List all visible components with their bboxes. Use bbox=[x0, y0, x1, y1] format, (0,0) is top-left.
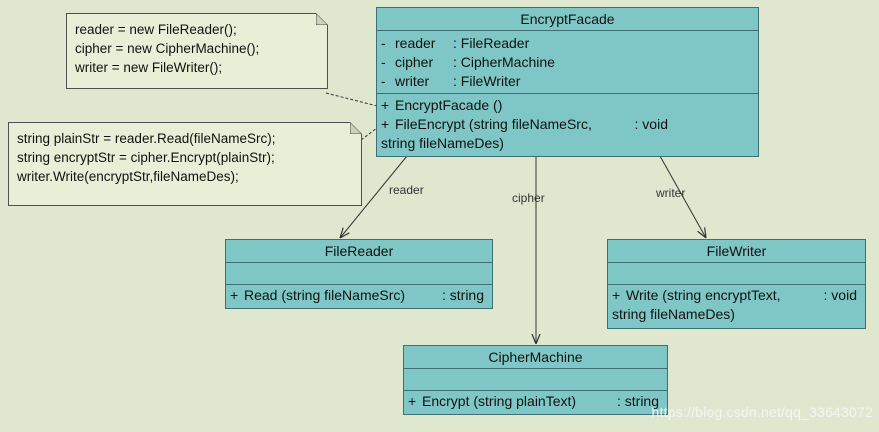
constructor-note: reader = new FileReader(); cipher = new … bbox=[66, 13, 328, 89]
note-line: writer.Write(encryptStr,fileNameDes); bbox=[17, 169, 239, 184]
attribute-type: : FileReader bbox=[453, 35, 530, 51]
attribute-name: writer bbox=[395, 73, 430, 89]
operations-section: + EncryptFacade () + FileEncrypt (string f… bbox=[377, 94, 758, 154]
operation-return-type: : void bbox=[634, 116, 668, 132]
attribute-writer: -writer : FileWriter bbox=[381, 72, 754, 91]
visibility-marker: + bbox=[381, 97, 390, 113]
attribute-type: : CipherMachine bbox=[453, 54, 555, 70]
watermark: https://blog.csdn.net/qq_33643072 bbox=[651, 404, 873, 420]
attributes-section bbox=[404, 369, 667, 391]
class-name: FileWriter bbox=[608, 240, 865, 263]
operations-section: + Write (string encryptText, : void string… bbox=[608, 285, 865, 325]
visibility-marker: - bbox=[381, 73, 386, 89]
visibility-marker: + bbox=[230, 287, 239, 303]
operation-signature: EncryptFacade () bbox=[395, 97, 503, 113]
note1-anchor-line bbox=[325, 92, 386, 109]
writer-association bbox=[659, 155, 706, 238]
note-line: string encryptStr = cipher.Encrypt(plain… bbox=[17, 150, 275, 165]
visibility-marker: + bbox=[408, 393, 417, 409]
operation-write-cont: string fileNameDes) bbox=[612, 306, 735, 322]
operation-signature: FileEncrypt (string fileNameSrc, bbox=[395, 116, 592, 132]
operation-encrypt: + Encrypt (string plainText) : string bbox=[408, 392, 663, 411]
attributes-section bbox=[226, 263, 492, 285]
operation-return-type: : void bbox=[823, 287, 857, 303]
note-fold-icon bbox=[316, 13, 328, 25]
attributes-section: -reader: FileReader -cipher: CipherMachi… bbox=[377, 31, 758, 94]
note-line: string plainStr = reader.Read(fileNameSr… bbox=[17, 131, 276, 146]
encrypt-facade-class[interactable]: EncryptFacade -reader: FileReader -ciphe… bbox=[376, 7, 759, 157]
operation-read: + Read (string fileNameSrc) : string bbox=[230, 286, 488, 305]
operation-signature: Write (string encryptText, bbox=[626, 287, 781, 303]
attributes-section bbox=[608, 263, 865, 285]
note-line: cipher = new CipherMachine(); bbox=[75, 41, 260, 56]
writer-role-label: writer bbox=[656, 186, 686, 200]
operations-section: + Read (string fileNameSrc) : string bbox=[226, 285, 492, 306]
operations-section: + Encrypt (string plainText) : string bbox=[404, 391, 667, 412]
operation-signature: Encrypt (string plainText) bbox=[422, 393, 577, 409]
operation-write: + Write (string encryptText, : void bbox=[612, 286, 861, 305]
operation-signature: Read (string fileNameSrc) bbox=[244, 287, 406, 303]
operation-return-type: : string bbox=[616, 393, 659, 409]
visibility-marker: + bbox=[612, 287, 621, 303]
attribute-type: : FileWriter bbox=[453, 73, 521, 89]
attribute-cipher: -cipher : CipherMachine bbox=[381, 53, 754, 72]
reader-association bbox=[340, 155, 408, 238]
operation-file-encrypt-cont: string fileNameDes) bbox=[381, 135, 504, 151]
class-name: EncryptFacade bbox=[377, 8, 758, 31]
note-line: reader = new FileReader(); bbox=[75, 22, 237, 37]
attribute-reader: -reader : FileReader bbox=[381, 34, 754, 53]
visibility-marker: - bbox=[381, 54, 386, 70]
cipher-machine-class[interactable]: CipherMachine + Encrypt (string plainText… bbox=[403, 345, 668, 415]
operation-constructor: + EncryptFacade () bbox=[381, 96, 754, 115]
attribute-name: cipher bbox=[395, 54, 434, 70]
file-writer-class[interactable]: FileWriter + Write (string encryptText, : … bbox=[607, 239, 866, 329]
note-line: writer = new FileWriter(); bbox=[75, 60, 223, 75]
file-reader-class[interactable]: FileReader + Read (string fileNameSrc) : s… bbox=[225, 239, 493, 309]
operation-file-encrypt: + FileEncrypt (string fileNameSrc, : void bbox=[381, 115, 754, 134]
note-fold-icon bbox=[350, 122, 362, 134]
visibility-marker: + bbox=[381, 116, 390, 132]
attribute-name: reader bbox=[395, 35, 436, 51]
reader-role-label: reader bbox=[389, 183, 424, 197]
file-encrypt-note: string plainStr = reader.Read(fileNameSr… bbox=[8, 122, 362, 206]
class-name: CipherMachine bbox=[404, 346, 667, 369]
class-name: FileReader bbox=[226, 240, 492, 263]
operation-return-type: : string bbox=[441, 287, 484, 303]
visibility-marker: - bbox=[381, 35, 386, 51]
cipher-role-label: cipher bbox=[512, 191, 545, 205]
